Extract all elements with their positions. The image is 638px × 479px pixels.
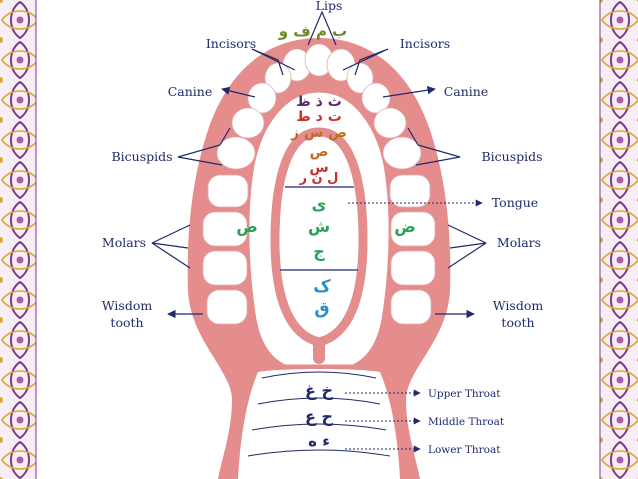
pointer-lines — [151, 10, 487, 319]
label-upper-throat: Upper Throat — [428, 388, 501, 400]
lower-throat-letters: ء ه — [308, 432, 330, 450]
uvula — [313, 342, 325, 364]
label-wisdom-right-2: tooth — [501, 315, 534, 330]
alveolar-letters: ت د ط — [296, 109, 342, 125]
middle-throat-letters: ح ع — [305, 407, 334, 426]
cheek-letter-right: ض — [394, 217, 416, 236]
label-canine-right: Canine — [444, 84, 489, 99]
throat-line-1 — [261, 371, 377, 379]
label-middle-throat: Middle Throat — [428, 416, 505, 428]
mid-letter-ya: ى — [312, 195, 327, 214]
label-bicuspids-right: Bicuspids — [481, 149, 542, 164]
mid-letter-sheen: ش — [308, 217, 330, 236]
right-ornamental-border — [600, 0, 638, 479]
label-molars-left: Molars — [102, 235, 146, 250]
label-canine-left: Canine — [168, 84, 213, 99]
throat-line-4 — [247, 449, 391, 457]
lips-letters: ب م ف و — [278, 22, 347, 40]
label-wisdom-right-1: Wisdom — [493, 298, 544, 313]
label-incisors-left: Incisors — [206, 36, 256, 51]
dental-letters: ث ذ ظ — [296, 94, 342, 110]
label-molars-right: Molars — [497, 235, 541, 250]
upper-throat-letters: خ غ — [305, 381, 334, 400]
lateral-letters: ل ن ر — [299, 171, 339, 186]
throat-line-3 — [251, 423, 387, 431]
mid-letter-jeem: ج — [313, 242, 325, 261]
cheek-letter-left: ض — [236, 217, 258, 236]
label-wisdom-left-1: Wisdom — [102, 298, 153, 313]
label-lower-throat: Lower Throat — [428, 444, 501, 456]
back-letter-kaf: ک — [313, 277, 331, 297]
left-ornamental-border — [0, 0, 36, 479]
label-bicuspids-left: Bicuspids — [111, 149, 172, 164]
label-tongue: Tongue — [492, 195, 538, 210]
throat-line-2 — [257, 397, 381, 405]
label-wisdom-left-2: tooth — [110, 315, 143, 330]
label-incisors-right: Incisors — [400, 36, 450, 51]
back-letter-qaf: ق — [314, 299, 329, 319]
label-lips: Lips — [316, 0, 343, 13]
dotted-pointers — [345, 199, 483, 453]
letter-sad: ص — [310, 144, 329, 160]
letter-seen: س — [309, 160, 328, 176]
sibilant-letters: ص س ز — [290, 125, 347, 141]
teeth — [202, 43, 436, 325]
